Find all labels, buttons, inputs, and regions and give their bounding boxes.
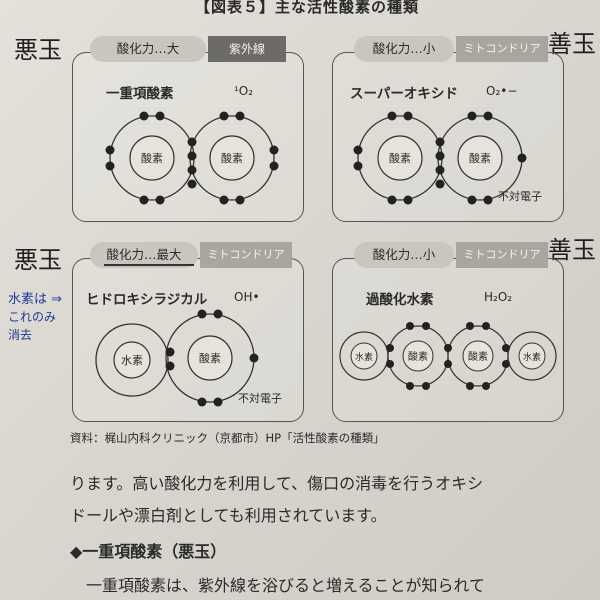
atom-label: 酸素	[199, 351, 221, 365]
section-heading: ◆一重項酸素（悪玉）	[70, 542, 227, 561]
body-line-2: ドールや漂白剤としても利用されています。	[70, 506, 387, 525]
molecule-name: ヒドロキシラジカル	[86, 292, 208, 308]
ink-annotation-line1: 水素は ⇒	[8, 292, 63, 307]
oxidation-label: 酸化力…最大	[90, 242, 198, 268]
atom-label: 酸素	[221, 151, 243, 165]
superoxide-diagram: 酸素 酸素	[353, 111, 527, 205]
atom-label: 水素	[523, 351, 541, 363]
atom-label: 酸素	[469, 151, 491, 165]
handwritten-note-mid-left: 悪玉	[14, 246, 62, 274]
electron-dots	[386, 322, 510, 390]
body-line-3: 一重項酸素は、紫外線を浴びると増えることが知られて	[70, 576, 486, 595]
figure-title: 【図表５】主な活性酸素の種類	[195, 0, 420, 16]
molecule-formula: ¹O₂	[234, 84, 254, 98]
ink-annotation-line2: これのみ	[8, 310, 57, 324]
panel-superoxide	[332, 52, 564, 222]
hydroxyl-radical-diagram: 水素 酸素	[95, 309, 259, 407]
unpaired-electron-note: 不対電子	[238, 392, 282, 405]
singlet-oxygen-diagram: 酸素 酸素	[105, 111, 279, 205]
underline-mark	[104, 264, 194, 266]
hydrogen-peroxide-diagram: 水素 酸素 酸素 水素	[339, 322, 557, 390]
molecule-name: スーパーオキシド	[350, 86, 458, 102]
source-tag: ミトコンドリア	[456, 36, 548, 62]
handwritten-note-top-left: 悪玉	[14, 36, 62, 64]
source-tag: 紫外線	[208, 36, 286, 62]
oxidation-label: 酸化力…小	[354, 36, 454, 62]
atom-label: 酸素	[408, 350, 428, 363]
oxidation-label: 酸化力…大	[90, 36, 206, 62]
molecule-formula: H₂O₂	[484, 290, 513, 304]
unpaired-electron-note: 不対電子	[498, 190, 542, 203]
source-tag: ミトコンドリア	[456, 242, 548, 268]
electron-dots	[105, 111, 279, 205]
atom-label: 酸素	[141, 151, 163, 165]
molecule-formula: OH•	[234, 290, 260, 304]
molecule-name: 一重項酸素	[106, 86, 174, 102]
atom-label: 酸素	[389, 151, 411, 165]
electron-dots	[353, 111, 527, 205]
molecule-formula: O₂•−	[486, 84, 518, 98]
electron-dots	[165, 309, 259, 407]
source-tag: ミトコンドリア	[200, 242, 292, 268]
atom-label: 酸素	[468, 350, 488, 363]
figure-source: 資料：梶山内科クリニック（京都市）HP「活性酸素の種類」	[70, 431, 385, 445]
ink-annotation-line3: 消去	[8, 328, 33, 342]
panel-singlet-oxygen	[72, 52, 304, 222]
oxidation-label: 酸化力…小	[354, 242, 454, 268]
body-line-1: ります。高い酸化力を利用して、傷口の消毒を行うオキシ	[70, 474, 484, 493]
atom-label: 水素	[121, 354, 143, 367]
atom-label: 水素	[355, 351, 373, 363]
panel-hydroxyl-radical	[72, 258, 304, 422]
molecule-name: 過酸化水素	[366, 292, 434, 308]
panel-hydrogen-peroxide	[332, 258, 564, 422]
